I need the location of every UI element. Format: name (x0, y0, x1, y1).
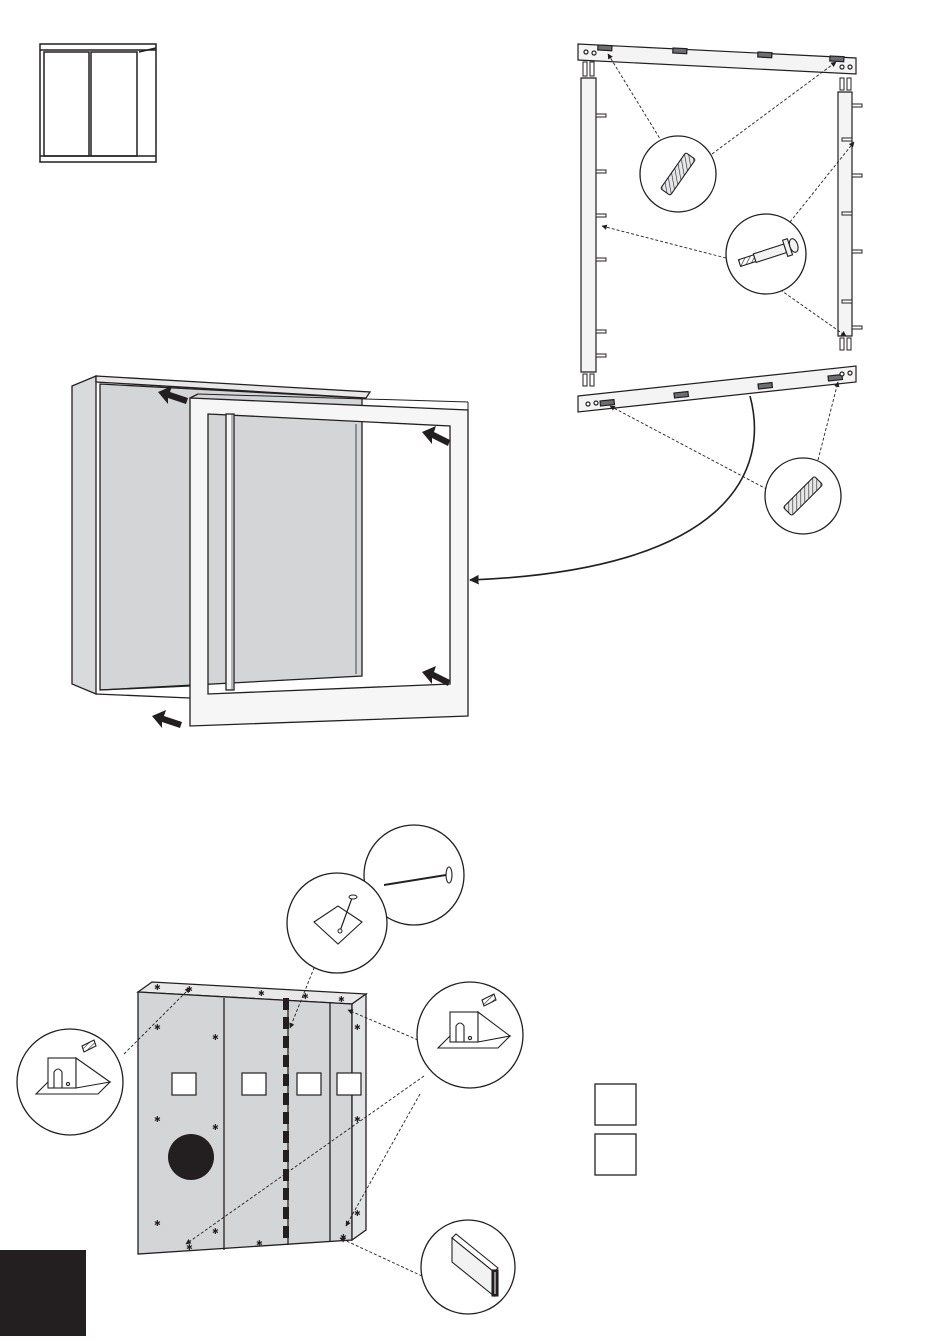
dowel-slot (673, 48, 687, 54)
back-panel (138, 992, 352, 1254)
legend-box (595, 1134, 636, 1175)
dowel-icon (765, 458, 841, 534)
frame-mullion (226, 414, 234, 690)
svg-text:✱: ✱ (338, 995, 345, 1004)
joining-strip-icon (421, 1220, 515, 1314)
panel-label-box (297, 1073, 321, 1095)
svg-text:✱: ✱ (186, 1243, 193, 1252)
svg-text:✱: ✱ (212, 1227, 219, 1236)
push-arrow-icon (422, 426, 450, 446)
panel-nail-icon (287, 873, 387, 973)
dowel-slot (674, 392, 688, 398)
corner-bracket-icon (417, 982, 523, 1088)
svg-text:✱: ✱ (354, 1023, 361, 1032)
dowel-slot (758, 52, 772, 58)
dowel-slot (830, 56, 844, 62)
svg-text:✱: ✱ (154, 1219, 161, 1228)
svg-text:✱: ✱ (154, 983, 161, 992)
cam-bolt-icon (726, 214, 806, 294)
dowel-icon (640, 136, 716, 212)
svg-text:✱: ✱ (212, 1033, 219, 1042)
svg-text:✱: ✱ (354, 1209, 361, 1218)
cabinet-back-view (138, 982, 366, 1254)
dowel-slot (758, 383, 772, 389)
svg-text:✱: ✱ (212, 1123, 219, 1132)
dowel-slot (598, 45, 612, 51)
panel-label-box (172, 1073, 196, 1095)
legend-box (595, 1084, 636, 1125)
left-stile (581, 78, 596, 372)
frame-exploded-view (578, 44, 862, 412)
legend-boxes (595, 1084, 636, 1175)
svg-text:✱: ✱ (154, 1023, 161, 1032)
svg-text:✱: ✱ (258, 989, 265, 998)
dowel-slot (600, 400, 614, 406)
svg-text:✱: ✱ (340, 1233, 347, 1242)
panel-label-box (337, 1073, 361, 1095)
page-tab (0, 1250, 86, 1336)
svg-text:✱: ✱ (154, 1115, 161, 1124)
step-marker-dot (168, 1134, 214, 1180)
bottom-rail (578, 366, 856, 412)
svg-text:✱: ✱ (186, 985, 193, 994)
push-arrow-icon (152, 710, 182, 728)
corner-bracket-icon (17, 1029, 123, 1135)
wardrobe-thumbnail-icon (40, 44, 156, 162)
cabinet-with-frame (72, 376, 468, 726)
top-rail (578, 44, 856, 74)
transfer-arrow (470, 396, 754, 580)
panel-label-box (242, 1073, 266, 1095)
cabinet-side (72, 376, 96, 694)
push-arrow-icon (422, 666, 450, 686)
leader-lines-frame (602, 54, 854, 494)
svg-text:✱: ✱ (256, 1239, 263, 1248)
